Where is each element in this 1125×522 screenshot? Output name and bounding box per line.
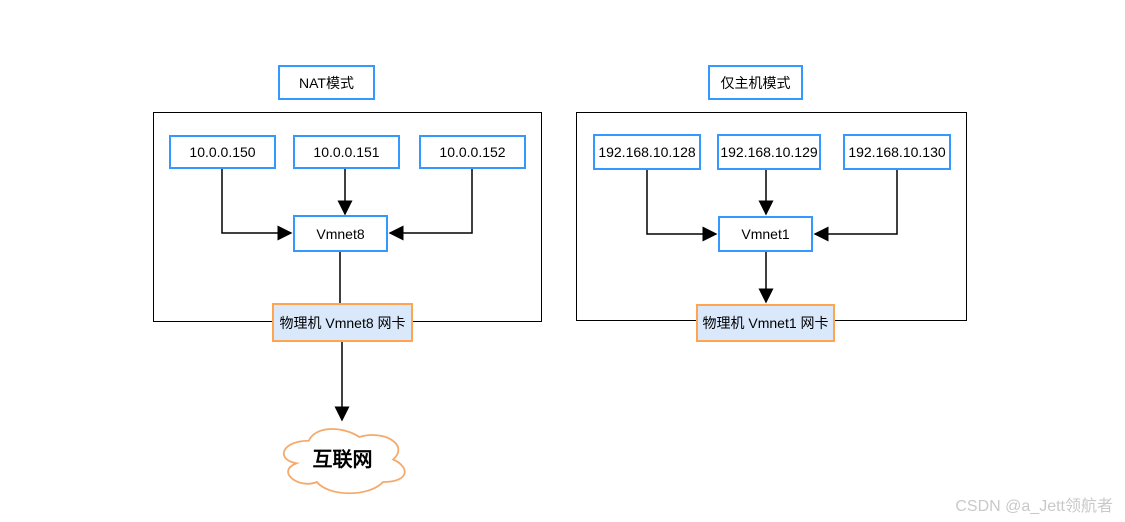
internet-cloud-label: 互联网 — [312, 449, 373, 471]
internet-cloud-icon — [282, 428, 406, 495]
hostonly-vm-ip-3: 192.168.10.130 — [843, 134, 951, 170]
nat-vm-ip-2: 10.0.0.151 — [293, 135, 400, 169]
arrow-nat-vm3-to-vmnet8 — [388, 169, 473, 241]
nat-mode-title: NAT模式 — [278, 65, 375, 100]
vmnet8-switch: Vmnet8 — [293, 215, 388, 252]
nat-vm-ip-1: 10.0.0.150 — [169, 135, 276, 169]
hostonly-vm-ip-1: 192.168.10.128 — [593, 134, 701, 170]
hostonly-vm-ip-2: 192.168.10.129 — [717, 134, 821, 170]
watermark: CSDN @a_Jett领航者 — [955, 498, 1113, 515]
arrow-host-vm1-to-vmnet1 — [646, 170, 718, 242]
host-adapter-vmnet1: 物理机 Vmnet1 网卡 — [696, 304, 835, 342]
vmnet1-switch: Vmnet1 — [718, 216, 813, 252]
arrow-host-vm3-to-vmnet1 — [813, 170, 898, 242]
host-adapter-vmnet8: 物理机 Vmnet8 网卡 — [272, 303, 413, 342]
hostonly-mode-title: 仅主机模式 — [708, 65, 803, 100]
nat-vm-ip-3: 10.0.0.152 — [419, 135, 526, 169]
arrow-nat-vm1-to-vmnet8 — [221, 169, 293, 241]
